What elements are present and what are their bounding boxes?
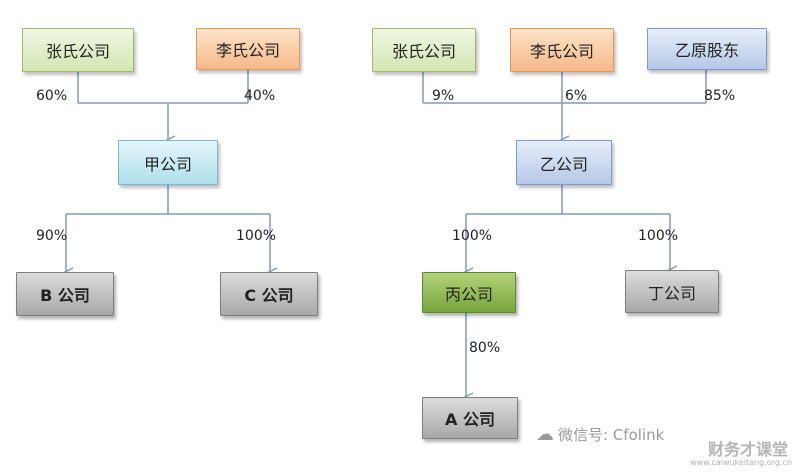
wechat-watermark: ☁ 微信号: Cfolink: [536, 424, 664, 445]
url-watermark: www.caiwukeitang.org.cn: [690, 458, 792, 467]
right-pct-yi: 85%: [704, 88, 736, 104]
ding-company-box: 丁公司: [625, 270, 719, 313]
left-zhang-company-box: 张氏公司: [22, 28, 134, 72]
jia-company-box: 甲公司: [118, 140, 218, 185]
right-pct-bing: 100%: [452, 228, 493, 244]
jia-company-label: 甲公司: [143, 154, 192, 174]
left-pct-c: 100%: [236, 228, 277, 244]
yi-company-label: 乙公司: [539, 154, 588, 174]
right-zhang-company-box: 张氏公司: [372, 28, 476, 72]
right-zhang-company-label: 张氏公司: [391, 42, 456, 61]
left-zhang-company-label: 张氏公司: [45, 42, 110, 61]
c-company-label: C 公司: [244, 286, 294, 305]
bing-company-label: 丙公司: [444, 284, 493, 304]
right-pct-zhang: 9%: [432, 88, 455, 104]
right-pct-li: 6%: [565, 88, 588, 104]
left-li-company-box: 李氏公司: [196, 28, 300, 70]
wechat-icon: ☁: [536, 424, 554, 445]
left-li-company-label: 李氏公司: [215, 41, 280, 60]
left-pct-zhang: 60%: [36, 88, 68, 104]
ding-company-label: 丁公司: [647, 283, 696, 303]
right-pct-ding: 100%: [638, 228, 679, 244]
left-pct-b: 90%: [36, 228, 68, 244]
a-company-label: A 公司: [445, 410, 495, 429]
yi-original-shareholders-label: 乙原股东: [674, 41, 739, 60]
brand-watermark: 财务才课堂: [708, 440, 789, 459]
yi-original-shareholders-box: 乙原股东: [647, 28, 767, 70]
yi-company-box: 乙公司: [516, 140, 612, 185]
left-pct-li: 40%: [244, 88, 276, 104]
a-company-box: A 公司: [422, 397, 518, 439]
pct-a: 80%: [469, 340, 501, 356]
b-company-box: B 公司: [16, 272, 114, 316]
c-company-box: C 公司: [220, 272, 318, 316]
right-li-company-label: 李氏公司: [529, 42, 594, 61]
b-company-label: B 公司: [40, 286, 90, 305]
bing-company-box: 丙公司: [422, 272, 516, 313]
wechat-id-text: 微信号: Cfolink: [558, 426, 665, 444]
right-li-company-box: 李氏公司: [510, 28, 614, 72]
